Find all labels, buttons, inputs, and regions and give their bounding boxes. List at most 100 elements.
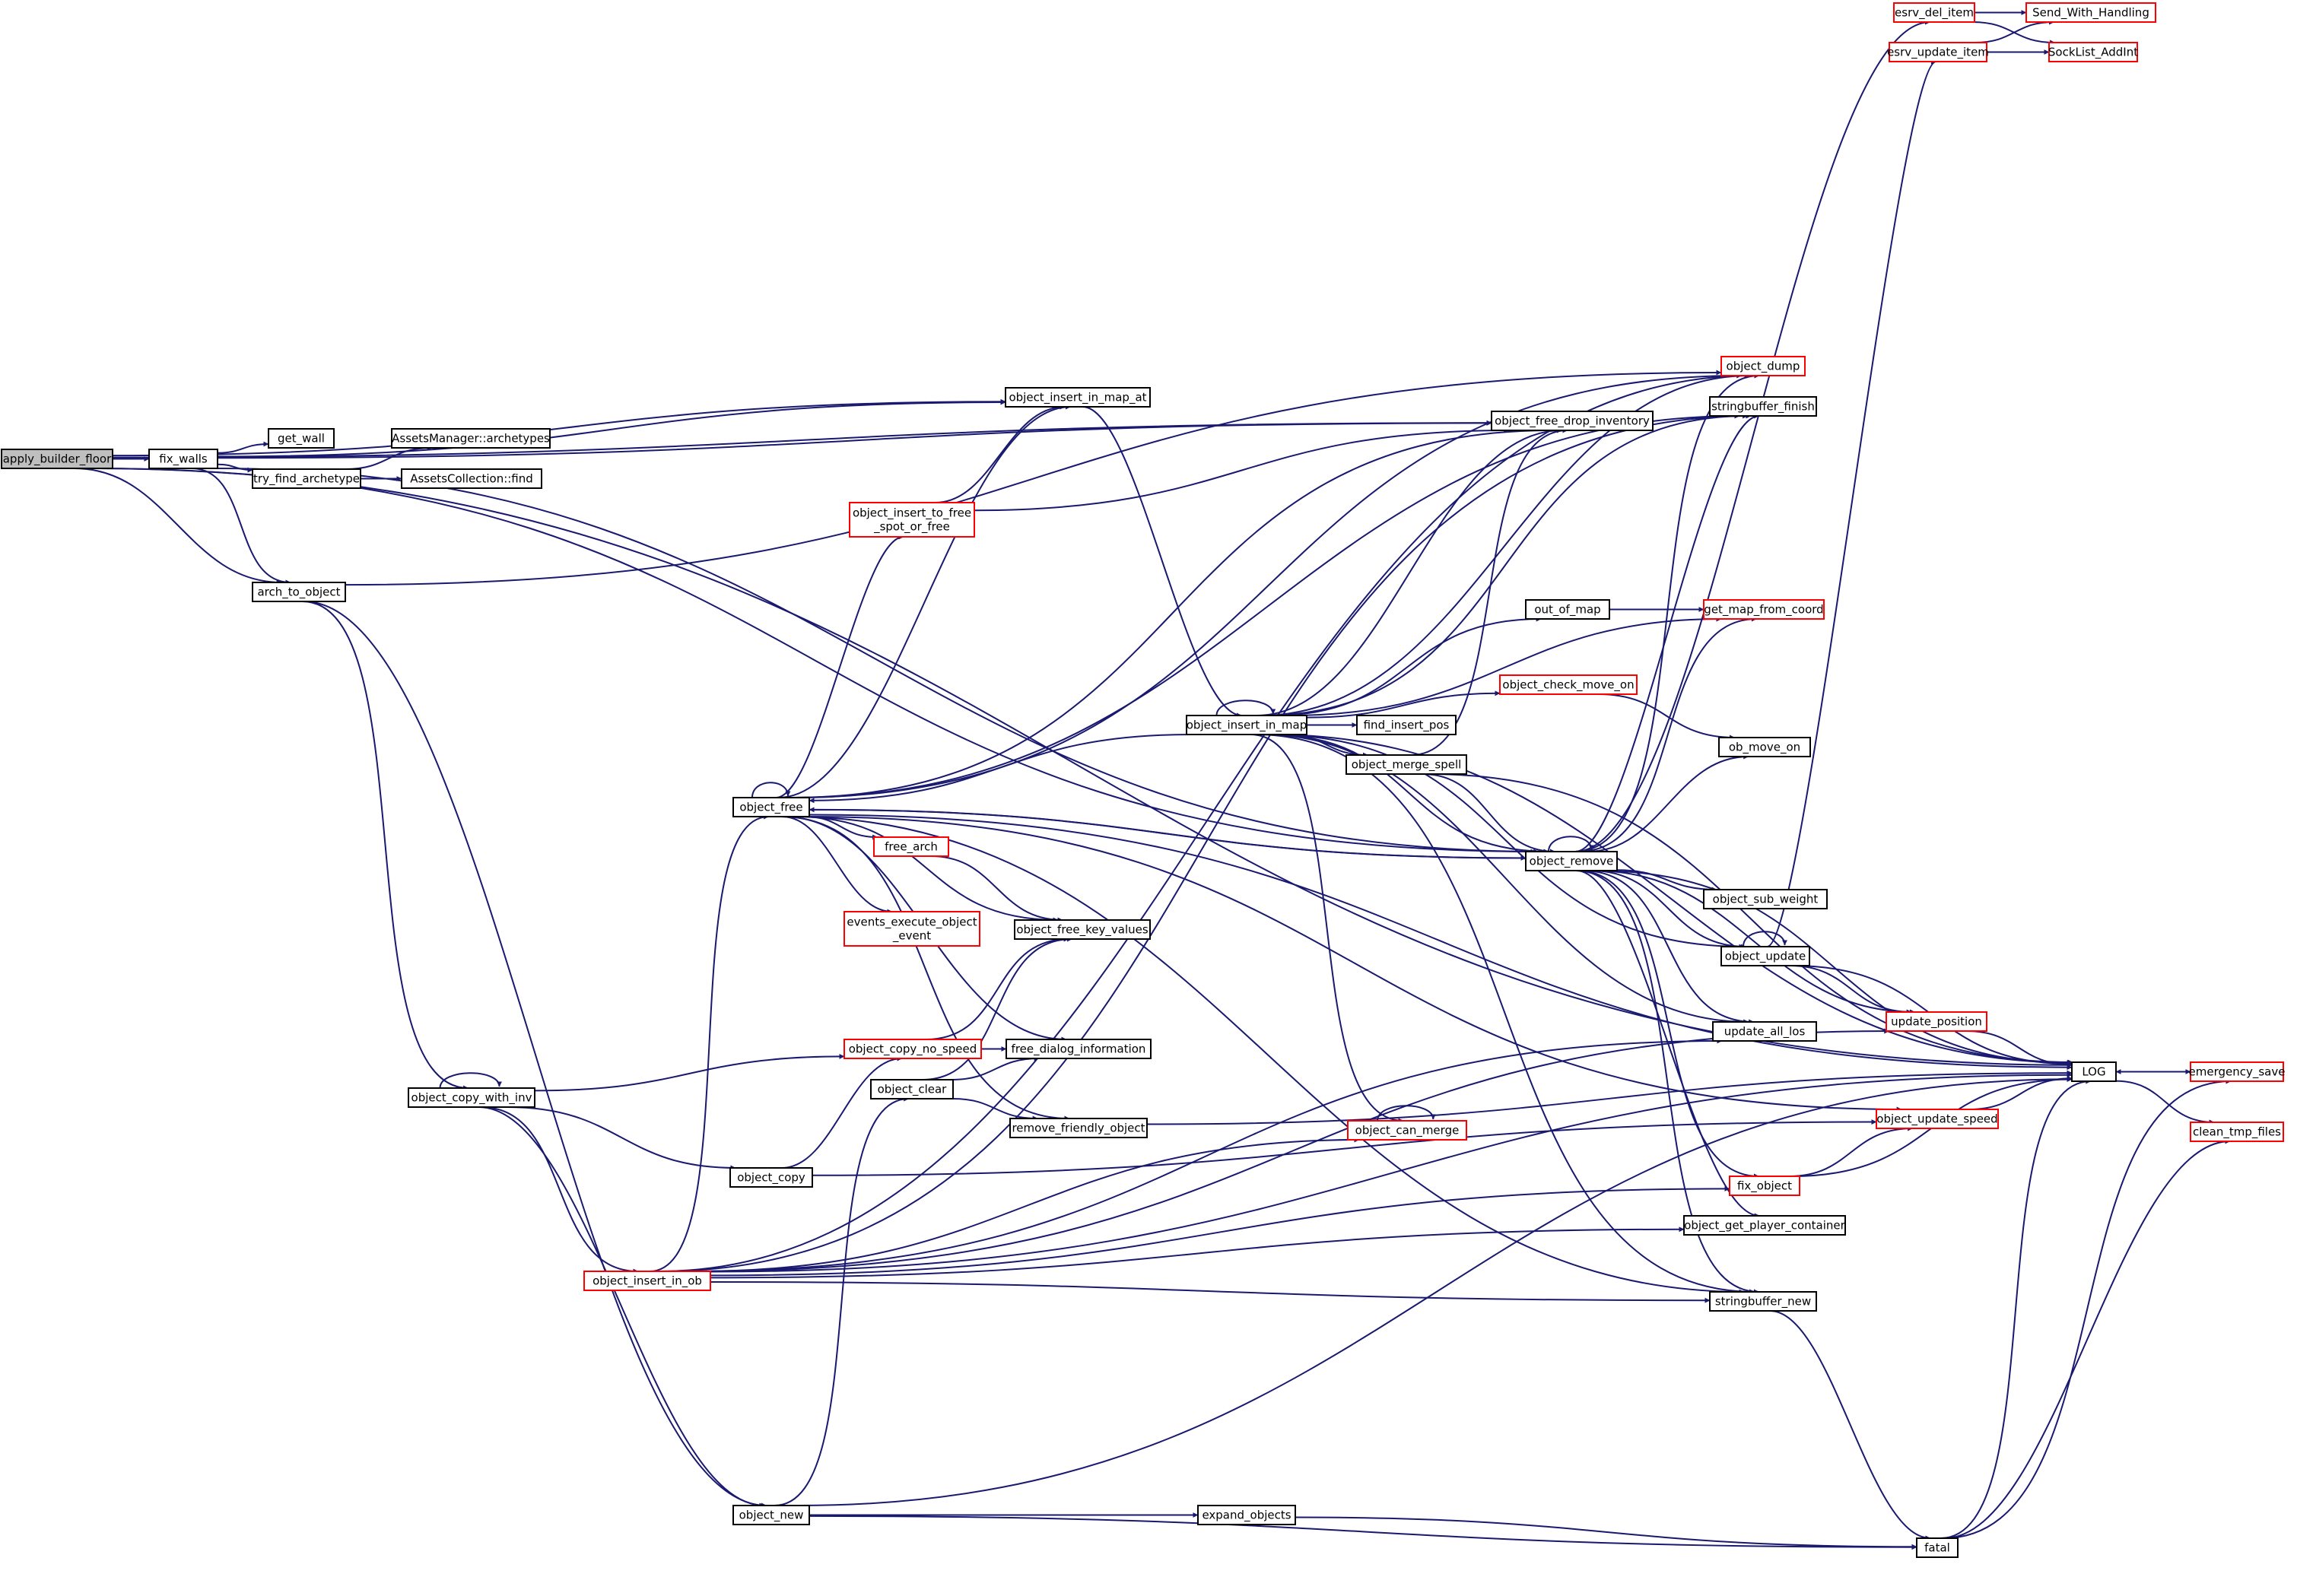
node-get_map_from_coord[interactable]: get_map_from_coord — [1703, 599, 1825, 620]
node-box — [844, 911, 980, 947]
node-box — [252, 468, 361, 489]
node-label: object_check_move_on — [1502, 678, 1634, 693]
node-box — [1683, 1215, 1846, 1236]
node-LOG[interactable]: LOG — [2071, 1061, 2117, 1082]
node-remove_friendly_object[interactable]: remove_friendly_object — [1009, 1118, 1148, 1138]
edge-try_find_archetype-to-assets_archetypes — [345, 445, 433, 470]
node-box — [1720, 946, 1810, 966]
node-label: object_update — [1725, 950, 1806, 964]
node-label: apply_builder_floor — [3, 452, 112, 467]
edge-fix_walls-to-try_find_archetype — [217, 463, 253, 473]
edge-object_new-to-fatal — [809, 1515, 1917, 1550]
edge-object_remove-to-object_sub_weight — [1616, 869, 1717, 893]
node-free_arch[interactable]: free_arch — [873, 836, 949, 857]
node-emergency_save[interactable]: emergency_save — [2189, 1061, 2286, 1082]
node-update_all_los[interactable]: update_all_los — [1712, 1021, 1817, 1042]
node-label: object_merge_spell — [1352, 758, 1462, 773]
node-object_clear[interactable]: object_clear — [870, 1079, 954, 1099]
node-object_copy[interactable]: object_copy — [729, 1167, 813, 1188]
node-events_execute_object_event[interactable]: events_execute_object_event — [844, 911, 980, 947]
edge-object_update-to-object_update — [1743, 931, 1788, 947]
node-object_free_key_values[interactable]: object_free_key_values — [1014, 919, 1151, 940]
edge-object_new-to-object_clear — [774, 1096, 910, 1506]
edge-object_insert_to_free_spot_or_free-to-object_insert_in_map_at — [935, 404, 1066, 503]
node-object_free[interactable]: object_free — [732, 797, 810, 817]
node-object_new[interactable]: object_new — [732, 1505, 810, 1525]
edge-object_copy_with_inv-to-object_insert_in_ob — [480, 1106, 639, 1274]
edge-fix_walls-to-get_wall — [217, 441, 269, 454]
edge-object_clear-to-object_free_key_values — [922, 936, 1073, 1080]
edge-arch_to_object-to-object_copy_with_inv — [302, 601, 469, 1091]
node-fix_object[interactable]: fix_object — [1729, 1176, 1800, 1196]
node-stringbuffer_new[interactable]: stringbuffer_new — [1709, 1291, 1817, 1312]
node-esrv_update_item[interactable]: esrv_update_item — [1887, 42, 1989, 62]
node-out_of_map[interactable]: out_of_map — [1525, 599, 1610, 620]
node-fatal[interactable]: fatal — [1916, 1537, 1959, 1558]
node-object_insert_in_map_at[interactable]: object_insert_in_map_at — [1005, 387, 1151, 408]
node-box — [849, 502, 975, 538]
node-label: AssetsCollection::find — [410, 472, 533, 486]
edge-object_merge_spell-to-object_remove — [1422, 773, 1555, 855]
node-label: expand_objects — [1202, 1509, 1291, 1523]
node-object_insert_in_ob[interactable]: object_insert_in_ob — [583, 1271, 711, 1291]
node-box — [870, 1079, 954, 1099]
node-free_dialog_information[interactable]: free_dialog_information — [1006, 1039, 1152, 1059]
node-assets_find[interactable]: AssetsCollection::find — [401, 468, 542, 489]
node-object_remove[interactable]: object_remove — [1525, 851, 1618, 871]
node-send_with_handling[interactable]: Send_With_Handling — [2025, 2, 2156, 23]
edge-object_copy_with_inv-to-object_new — [478, 1106, 765, 1509]
edge-object_merge_spell-to-object_free_drop_inventory — [1411, 427, 1568, 756]
node-object_insert_to_free_spot_or_free[interactable]: object_insert_to_free_spot_or_free — [849, 502, 975, 538]
edge-object_copy_with_inv-to-object_copy_with_inv — [439, 1072, 502, 1089]
node-label: object_update_speed — [1876, 1112, 1997, 1127]
node-ob_move_on[interactable]: ob_move_on — [1718, 737, 1811, 757]
node-label: object_free — [739, 801, 802, 815]
node-fix_walls[interactable]: fix_walls — [148, 449, 218, 469]
edge-object_insert_in_map-to-object_free — [809, 734, 1192, 804]
node-label: find_insert_pos — [1364, 719, 1450, 733]
node-object_free_drop_inventory[interactable]: object_free_drop_inventory — [1491, 411, 1654, 431]
edge-object_copy_with_inv-to-object_copy — [507, 1106, 736, 1171]
node-arch_to_object[interactable]: arch_to_object — [252, 582, 346, 602]
edge-fatal-to-clean_tmp_files — [1943, 1138, 2231, 1539]
node-try_find_archetype[interactable]: try_find_archetype — [252, 468, 361, 489]
node-object_get_player_container[interactable]: object_get_player_container — [1683, 1215, 1846, 1236]
node-object_check_move_on[interactable]: object_check_move_on — [1499, 674, 1638, 695]
node-get_wall[interactable]: get_wall — [268, 428, 335, 449]
node-object_update_speed[interactable]: object_update_speed — [1876, 1109, 1999, 1129]
node-esrv_del_item[interactable]: esrv_del_item — [1893, 2, 1975, 23]
node-label: LOG — [2082, 1065, 2105, 1079]
node-object_can_merge[interactable]: object_can_merge — [1347, 1120, 1467, 1141]
node-socklist_addint[interactable]: SockList_AddInt — [2048, 42, 2138, 62]
node-label: update_all_los — [1724, 1025, 1806, 1039]
node-object_update[interactable]: object_update — [1720, 946, 1810, 966]
nodes-layer: apply_builder_floor fix_walls get_wall try_… — [1, 2, 2286, 1558]
node-box — [1893, 2, 1975, 23]
edge-object_remove-to-update_position — [1593, 870, 1915, 1015]
node-box — [1916, 1537, 1959, 1558]
node-object_copy_no_speed[interactable]: object_copy_no_speed — [844, 1039, 982, 1059]
edge-object_insert_in_ob-to-fix_object — [710, 1185, 1730, 1277]
node-stringbuffer_finish[interactable]: stringbuffer_finish — [1709, 396, 1817, 417]
node-object_dump[interactable]: object_dump — [1720, 356, 1806, 376]
node-box — [732, 797, 810, 817]
node-box — [1886, 1011, 1987, 1032]
node-apply_builder_floor[interactable]: apply_builder_floor — [1, 449, 113, 469]
node-object_copy_with_inv[interactable]: object_copy_with_inv — [408, 1087, 535, 1108]
edge-object_remove-to-esrv_del_item — [1575, 19, 1931, 852]
node-box — [2071, 1061, 2117, 1082]
node-label: object_copy_no_speed — [849, 1042, 977, 1057]
node-object_sub_weight[interactable]: object_sub_weight — [1703, 889, 1828, 909]
node-update_position[interactable]: update_position — [1886, 1011, 1987, 1032]
node-object_merge_spell[interactable]: object_merge_spell — [1345, 754, 1467, 775]
node-box — [2048, 42, 2138, 62]
node-object_insert_in_map[interactable]: object_insert_in_map — [1186, 715, 1307, 735]
node-find_insert_pos[interactable]: find_insert_pos — [1356, 715, 1457, 735]
node-assets_archetypes[interactable]: AssetsManager::archetypes — [391, 428, 551, 449]
node-box — [1006, 1039, 1152, 1059]
node-expand_objects[interactable]: expand_objects — [1197, 1505, 1296, 1525]
node-clean_tmp_files[interactable]: clean_tmp_files — [2190, 1122, 2284, 1142]
node-label: object_dump — [1727, 360, 1800, 374]
node-box — [1491, 411, 1654, 431]
